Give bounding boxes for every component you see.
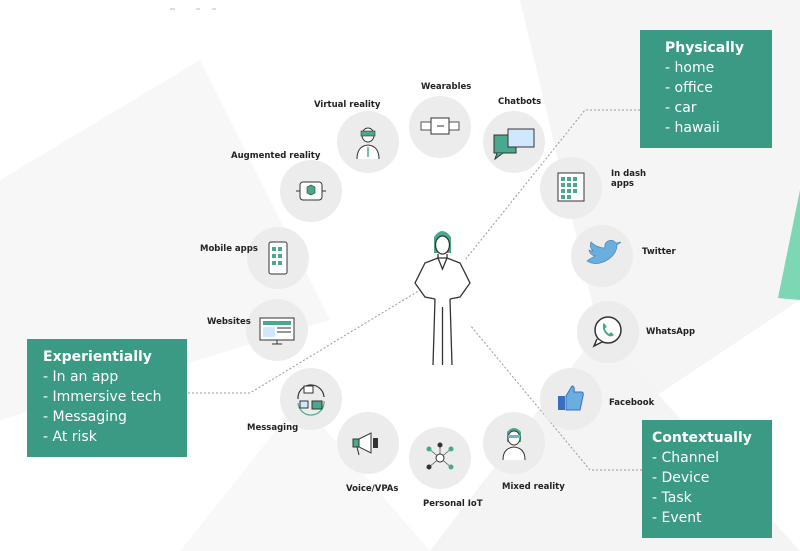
mixed-reality-person-icon [502, 428, 526, 461]
whatsapp-label: WhatsApp [646, 327, 696, 337]
physically-item: - office [665, 80, 713, 96]
smartphone-icon [268, 241, 288, 275]
chat-bubbles-icon [493, 128, 535, 161]
watch-icon [420, 117, 460, 135]
chatbots-node [483, 111, 545, 173]
voice-vpas-label: Voice/VPAs [346, 484, 399, 494]
vr-person-icon [356, 127, 380, 160]
twitter-node [571, 225, 633, 287]
experientially-item: - At risk [43, 429, 97, 445]
experientially-item: - In an app [43, 369, 119, 385]
physically-box: Physically - home - office - car - hawai… [640, 30, 772, 148]
physically-title: Physically [665, 40, 744, 56]
facebook-node [540, 368, 602, 430]
messaging-label: Messaging [247, 423, 299, 433]
virtual-reality-label: Virtual reality [314, 100, 381, 110]
contextually-item: - Event [652, 510, 702, 526]
physically-item: - car [665, 100, 697, 116]
whatsapp-node [577, 301, 639, 363]
contextually-item: - Task [652, 490, 692, 506]
twitter-label: Twitter [642, 247, 676, 257]
central-person-figure [414, 231, 471, 366]
experientially-item: - Immersive tech [43, 389, 162, 405]
personal-iot-node [409, 427, 471, 489]
contextually-box: Contextually - Channel - Device - Task -… [642, 420, 772, 538]
physically-item: - hawaii [665, 120, 720, 136]
dashboard-grid-icon [557, 172, 585, 202]
thumbs-up-icon [558, 385, 584, 411]
ar-headset-icon [296, 181, 326, 201]
personal-iot-label: Personal IoT [423, 499, 483, 509]
facebook-label: Facebook [609, 398, 655, 408]
megaphone-icon [352, 432, 378, 456]
augmented-reality-label: Augmented reality [231, 151, 321, 161]
in-dash-apps-node [540, 157, 602, 219]
mixed-reality-label: Mixed reality [502, 482, 565, 492]
iot-network-icon [426, 442, 454, 470]
websites-label: Websites [207, 317, 251, 327]
monitor-icon [259, 317, 295, 345]
experientially-item: - Messaging [43, 409, 127, 425]
messaging-node [280, 368, 342, 430]
mixed-reality-node [483, 412, 545, 474]
experientially-box: Experientially - In an app - Immersive t… [27, 339, 187, 457]
contextually-title: Contextually [652, 430, 752, 446]
augmented-reality-node [280, 160, 342, 222]
mobile-apps-label: Mobile apps [200, 244, 258, 254]
twitter-bird-icon [586, 240, 622, 264]
virtual-reality-node [337, 111, 399, 173]
voice-vpas-node [337, 412, 399, 474]
mobile-apps-node [247, 227, 309, 289]
contextually-item: - Device [652, 470, 710, 486]
wearables-label: Wearables [421, 82, 472, 92]
in-dash-apps-label: In dash apps [611, 169, 647, 189]
contextually-item: - Channel [652, 450, 719, 466]
physically-item: - home [665, 60, 715, 76]
websites-node [246, 299, 308, 361]
chatbots-label: Chatbots [498, 97, 542, 107]
messaging-cycle-icon [297, 384, 325, 416]
experientially-title: Experientially [43, 349, 152, 365]
whatsapp-icon [592, 316, 622, 348]
wearables-node [409, 96, 471, 158]
